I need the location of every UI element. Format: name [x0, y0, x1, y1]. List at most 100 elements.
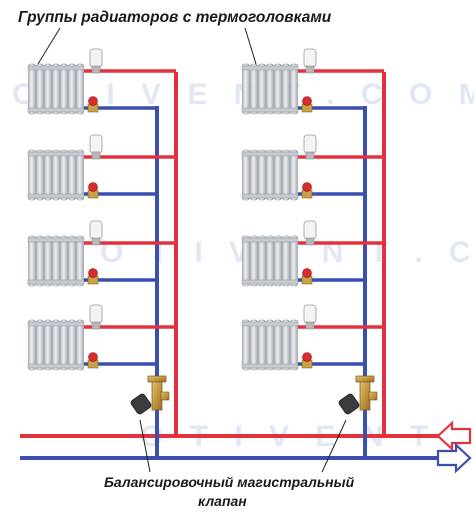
- radiator-fin: [52, 319, 60, 371]
- radiator-fin: [242, 319, 250, 371]
- radiator-fin: [274, 149, 282, 201]
- balancing-valve-port: [160, 391, 170, 401]
- balancing-valve-handwheel: [130, 393, 152, 415]
- thermostatic-head-body: [89, 48, 103, 68]
- radiator-bottom-collector: [241, 107, 299, 113]
- radiator-fin: [28, 63, 36, 115]
- radiator-fin: [250, 235, 258, 287]
- shutoff-valve-icon: [301, 96, 313, 113]
- radiator-fin: [44, 319, 52, 371]
- thermostatic-head-icon: [89, 48, 103, 74]
- shutoff-valve-icon: [87, 96, 99, 113]
- radiator-fin: [36, 149, 44, 201]
- shutoff-valve-handle: [302, 96, 312, 106]
- shutoff-valve-handle: [302, 182, 312, 192]
- radiator-top-collector: [27, 321, 85, 327]
- radiator-fin: [250, 63, 258, 115]
- radiator-fin: [266, 149, 274, 201]
- shutoff-valve-icon: [301, 352, 313, 369]
- radiator-fin: [258, 149, 266, 201]
- radiator-fin: [52, 235, 60, 287]
- radiator-bottom-collector: [27, 193, 85, 199]
- radiator-fin: [282, 319, 290, 371]
- shutoff-valve-icon: [301, 182, 313, 199]
- thermostatic-head-icon: [303, 304, 317, 330]
- thermostatic-head-body: [89, 134, 103, 154]
- radiator-fin: [258, 235, 266, 287]
- radiator-fin: [242, 149, 250, 201]
- top-label-leader-left: [37, 27, 61, 65]
- radiator-top-collector: [241, 237, 299, 243]
- thermostatic-head-icon: [303, 134, 317, 160]
- radiator-bottom-collector: [241, 193, 299, 199]
- thermostatic-head-icon: [303, 220, 317, 246]
- bottom-label-line-2: клапан: [198, 493, 247, 509]
- radiator-fin: [36, 319, 44, 371]
- balancing-valve-icon: [338, 375, 378, 415]
- radiator-unit-1-3: [27, 220, 176, 287]
- radiator-fin: [68, 235, 76, 287]
- thermostatic-head-neck: [305, 151, 315, 160]
- shutoff-valve-icon: [87, 268, 99, 285]
- radiator-fin: [52, 149, 60, 201]
- radiator-unit-2-1: [241, 48, 384, 115]
- radiator-fin: [76, 149, 84, 201]
- radiator-top-collector: [241, 151, 299, 157]
- radiator-fin: [36, 235, 44, 287]
- radiator-fin: [60, 235, 68, 287]
- radiator-top-collector: [27, 237, 85, 243]
- radiator-unit-1-1: [27, 48, 176, 115]
- radiator-fin: [274, 235, 282, 287]
- radiator-fin: [274, 63, 282, 115]
- thermostatic-head-body: [303, 134, 317, 154]
- balancing-valve-icon: [130, 375, 170, 415]
- radiator-fin: [28, 235, 36, 287]
- radiator-fin: [28, 149, 36, 201]
- radiator-fin: [258, 319, 266, 371]
- thermostatic-head-neck: [91, 237, 101, 246]
- radiator-fin: [266, 235, 274, 287]
- radiator-fin: [242, 63, 250, 115]
- radiator-fin: [76, 319, 84, 371]
- thermostatic-head-neck: [305, 65, 315, 74]
- bottom-label-line-1: Балансировочный магистральный: [104, 474, 355, 490]
- radiator-bottom-collector: [27, 107, 85, 113]
- radiator-bottom-collector: [27, 363, 85, 369]
- radiator-bottom-collector: [241, 363, 299, 369]
- bottom-label-leader-right: [321, 419, 347, 473]
- radiator-top-collector: [241, 65, 299, 71]
- balancing-valve-body: [359, 379, 371, 411]
- thermostatic-head-neck: [91, 65, 101, 74]
- shutoff-valve-handle: [302, 268, 312, 278]
- radiator-fin: [282, 235, 290, 287]
- shutoff-valve-handle: [88, 182, 98, 192]
- radiator-bottom-collector: [241, 279, 299, 285]
- radiator-unit-1-4: [27, 304, 176, 371]
- radiator-unit-2-2: [241, 134, 384, 201]
- thermostatic-head-neck: [91, 151, 101, 160]
- radiator-top-collector: [27, 151, 85, 157]
- radiator-fin: [266, 319, 274, 371]
- shutoff-valve-handle: [88, 268, 98, 278]
- balancing-valve-handwheel: [338, 393, 360, 415]
- radiator-fin: [68, 149, 76, 201]
- radiator-fin: [282, 149, 290, 201]
- thermostatic-head-body: [89, 304, 103, 324]
- riser-groups: [27, 48, 386, 458]
- radiator-fin: [266, 63, 274, 115]
- radiator-fin: [60, 319, 68, 371]
- shutoff-valve-handle: [302, 352, 312, 362]
- radiator-fin: [290, 235, 298, 287]
- return-flow-arrow-icon: [436, 442, 472, 474]
- radiator-top-collector: [241, 321, 299, 327]
- radiator-unit-2-4: [241, 304, 384, 371]
- radiator-unit-2-3: [241, 220, 384, 287]
- radiator-fin: [242, 235, 250, 287]
- radiator-fin: [282, 63, 290, 115]
- radiator-fin: [44, 149, 52, 201]
- riser-group-2: [241, 48, 386, 458]
- radiator-fin: [36, 63, 44, 115]
- radiator-fin: [76, 235, 84, 287]
- shutoff-valve-icon: [301, 268, 313, 285]
- radiator-fin: [290, 319, 298, 371]
